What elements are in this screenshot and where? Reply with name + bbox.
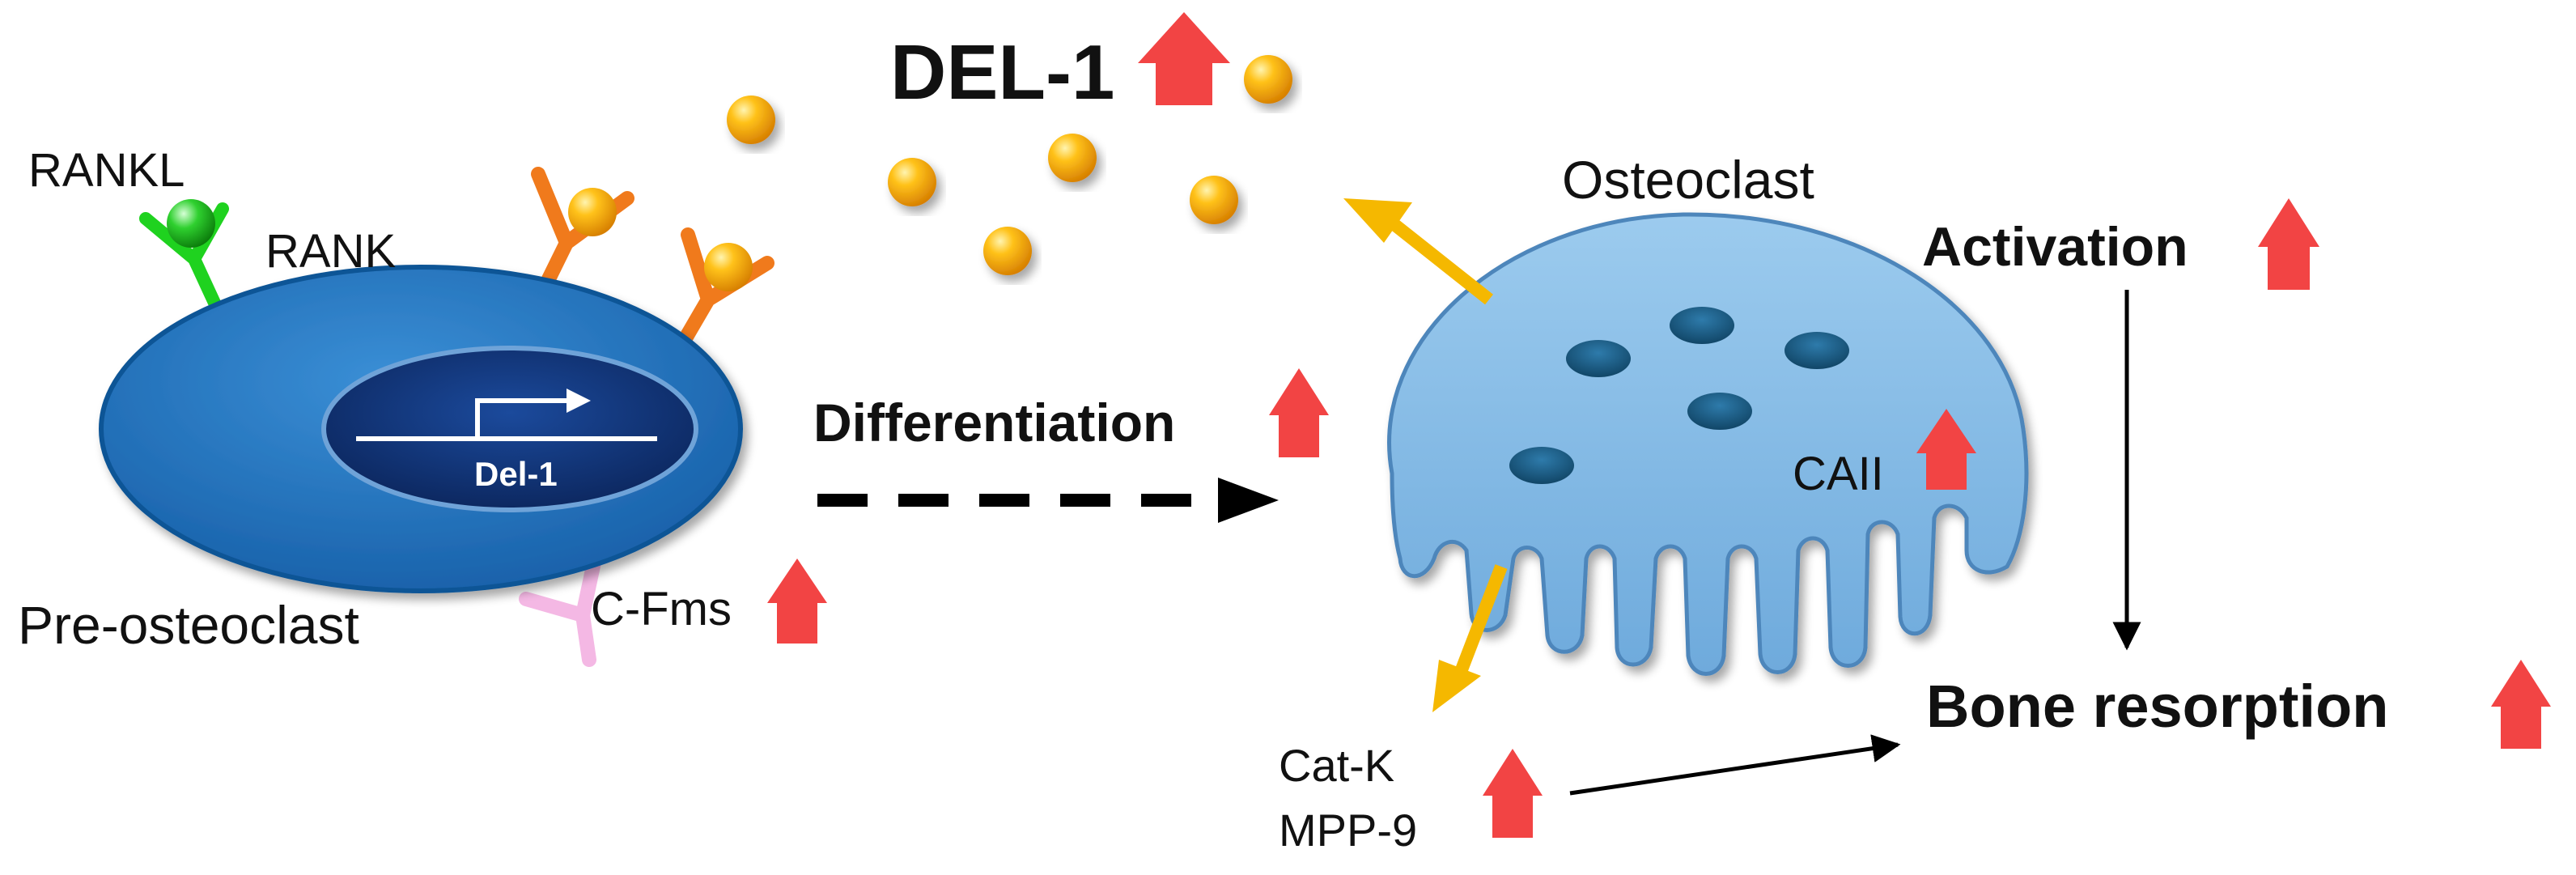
rank-label: RANK xyxy=(265,225,396,278)
rankl-label: RANKL xyxy=(28,144,185,197)
activation-label: Activation xyxy=(1922,216,2188,278)
enzymes-to-resorption-arrow xyxy=(1569,734,1901,796)
red-up-arrow-icon xyxy=(1138,12,1230,105)
osteoclast-nucleus xyxy=(1785,332,1849,369)
bound-del1-sphere-1 xyxy=(568,188,617,236)
rankl-ligand xyxy=(167,199,215,248)
mpp9-label: MPP-9 xyxy=(1279,805,1417,856)
red-up-arrow-icon xyxy=(2258,198,2319,290)
red-up-arrow-icon xyxy=(1483,749,1543,838)
del1-sphere xyxy=(1190,176,1238,224)
osteoclast-label: Osteoclast xyxy=(1562,150,1814,210)
nucleus xyxy=(321,346,698,512)
secreted-del1-group xyxy=(727,55,1292,275)
osteoclast-cell xyxy=(1387,212,2029,676)
osteoclast-nucleus xyxy=(1566,340,1631,377)
bound-del1-sphere-2 xyxy=(704,243,753,291)
caii-label: CAII xyxy=(1793,448,1884,500)
bone-resorption-label: Bone resorption xyxy=(1926,673,2388,740)
c-fms-label: C-Fms xyxy=(591,583,732,635)
osteoclast-body xyxy=(1387,212,2029,676)
red-up-arrow-icon xyxy=(1916,409,1976,490)
bent-arrow-head xyxy=(567,389,591,413)
del1-sphere xyxy=(983,227,1032,275)
del1-sphere xyxy=(727,96,775,144)
del1-title: DEL-1 xyxy=(890,29,1114,116)
red-up-arrow-icon xyxy=(1269,368,1329,457)
red-up-arrow-icon xyxy=(767,559,827,644)
secretion-arrow-down xyxy=(1432,564,1508,712)
differentiation-label: Differentiation xyxy=(813,393,1175,452)
red-up-arrow-icon xyxy=(2491,660,2551,749)
cat-k-label: Cat-K xyxy=(1279,740,1394,791)
bent-arrow-icon xyxy=(475,398,567,439)
gene-label: Del-1 xyxy=(474,455,558,493)
differentiation-arrow xyxy=(817,478,1279,523)
del1-sphere xyxy=(888,158,936,206)
osteoclast-nucleus xyxy=(1687,393,1752,430)
del1-sphere xyxy=(1244,55,1292,104)
pre-osteoclast-label: Pre-osteoclast xyxy=(18,595,359,655)
del1-sphere xyxy=(1048,134,1097,182)
pre-osteoclast-cell xyxy=(99,167,774,667)
osteoclast-nucleus xyxy=(1509,447,1574,484)
osteoclast-nucleus xyxy=(1670,307,1734,344)
secretion-arrow-up xyxy=(1343,198,1493,305)
